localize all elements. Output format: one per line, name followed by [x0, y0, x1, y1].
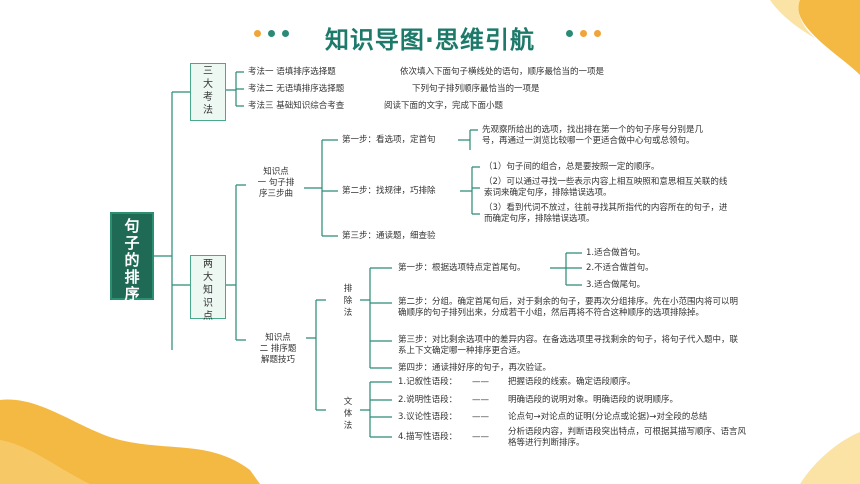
m2-item3-dash: —— [472, 412, 489, 422]
branch1-label: 三大考法 [203, 66, 213, 116]
k1-step2-tip1: （1）句子间的组合，总是要按照一定的顺序。 [484, 162, 660, 172]
kaofa3-name: 考法三 基础知识综合考查 [248, 101, 345, 111]
title-dot-3 [282, 30, 289, 37]
m2-item4-dash: —— [472, 432, 489, 442]
k2-label-line2: 二 排序题 [259, 344, 297, 354]
m2-item3-name: 3.议论性语段： [398, 412, 458, 422]
m2-item4-name: 4.描写性语段： [398, 432, 458, 442]
branch1-node: 三大考法 [190, 63, 226, 121]
title-dot-1 [254, 30, 261, 37]
m2-item1-name: 1.记叙性语段： [398, 377, 458, 387]
m1-s1-opt3: 3.适合做尾句。 [586, 280, 646, 290]
kaofa2-desc: 下列句子排列顺序最恰当的一项是 [412, 84, 540, 94]
m2-item2-desc: 明确语段的说明对象。明确语段的说明顺序。 [508, 395, 679, 405]
m2-item4-desc: 分析语段内容，判断语段突出特点，可根据其描写顺序、语言风格等进行判断排序。 [508, 427, 747, 448]
kaofa1-name: 考法一 语填排序选择题 [248, 67, 336, 77]
k2-label: 知识点 二 排序题 解题技巧 [250, 333, 306, 366]
method2-label-text: 文体法 [343, 397, 353, 431]
title-dot-5 [580, 30, 587, 37]
k1-step2-tip3: （3）看到代词不放过，往前寻找其所指代的内容所在的句子，进而确定句序，排除错误选… [484, 203, 728, 224]
k1-label-line2: 一 句子排 [257, 178, 295, 188]
m2-item2-dash: —— [472, 395, 489, 405]
k1-label-line3: 序三步曲 [258, 189, 293, 199]
m2-item1-desc: 把握语段的线索。确定语段顺序。 [508, 377, 636, 387]
kaofa3-desc: 阅读下面的文字，完成下面小题 [384, 101, 504, 111]
m2-item2-name: 2.说明性语段： [398, 395, 458, 405]
title-dot-6 [594, 30, 601, 37]
k2-label-line3: 解题技巧 [260, 355, 295, 365]
title-dot-2 [268, 30, 275, 37]
m1-s1-name: 第一步：根据选项特点定首尾句。 [398, 263, 526, 273]
m1-s1-opt1: 1.适合做首句。 [586, 248, 646, 258]
m2-item3-desc: 论点句→对论点的证明(分论点或论据)→对全段的总结 [508, 412, 708, 422]
root-node: 句子的排序 [110, 212, 154, 303]
k1-step1-desc: 先观察所给出的选项，找出排在第一个的句子序号分别是几号，再通过一浏览比较哪一个更… [482, 125, 704, 146]
k1-step3-name: 第三步：通读题，细查验 [342, 231, 436, 241]
method1-label: 排除法 [338, 283, 358, 319]
m2-item1-dash: —— [472, 377, 489, 387]
m1-s4: 第四步：通读排好序的句子，再次验证。 [398, 363, 552, 373]
method1-label-text: 排除法 [343, 284, 353, 318]
k2-label-line1: 知识点 [265, 333, 291, 343]
m1-s2: 第二步：分组。确定首尾句后，对于剩余的句子，要再次分组排序。先在小范围内将可以明… [398, 297, 739, 318]
root-label: 句子的排序 [124, 217, 140, 303]
branch2-label: 两大知识点 [203, 259, 213, 322]
page-title: 知识导图·思维引航 [324, 26, 536, 54]
branch2-node: 两大知识点 [190, 255, 226, 322]
method2-label: 文体法 [338, 396, 358, 432]
k1-step2-name: 第二步：找规律，巧排除 [342, 186, 436, 196]
kaofa1-desc: 依次填入下面句子横线处的语句，顺序最恰当的一项是 [400, 67, 605, 77]
title-dot-4 [566, 30, 573, 37]
k1-label-line1: 知识点 [263, 167, 289, 177]
k1-step2-tip2: （2）可以通过寻找一些表示内容上相互映照和意思相互关联的线索词来确定句序，排除错… [484, 177, 728, 198]
k1-step1-name: 第一步：看选项，定首句 [342, 135, 436, 145]
m1-s3: 第三步：对比剩余选项中的差异内容。在备选选项里寻找剩余的句子，将句子代入题中，联… [398, 335, 739, 356]
m1-s1-opt2: 2.不适合做首句。 [586, 263, 654, 273]
k1-label: 知识点 一 句子排 序三步曲 [248, 167, 304, 200]
kaofa2-name: 考法二 无语填排序选择题 [248, 84, 345, 94]
